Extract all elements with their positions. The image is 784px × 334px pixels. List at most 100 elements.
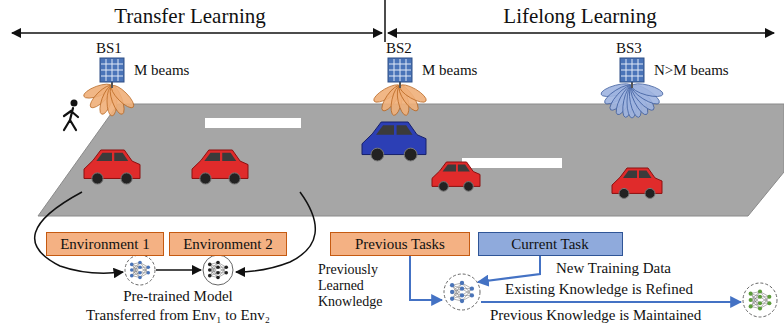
illustration-stroke: [138, 265, 142, 269]
illustration-stroke: [111, 82, 113, 88]
illustration-stroke: [389, 70, 411, 71]
illustration-stroke: [621, 76, 643, 77]
illustration-stroke: [118, 59, 119, 81]
illustration-stroke: [208, 268, 212, 272]
illustration-stroke: [71, 100, 78, 107]
illustration-stroke: [38, 104, 784, 216]
annotation-text: Pre-trained Model: [123, 288, 233, 305]
illustration-stroke: [12, 0, 784, 317]
illustration-stroke: [203, 255, 233, 285]
illustration-stroke: [460, 299, 464, 303]
illustration-stroke: [460, 286, 464, 290]
illustration-stroke: [146, 265, 150, 269]
illustration-stroke: [156, 269, 201, 271]
illustration-stroke: [767, 295, 771, 299]
illustration-stroke: [130, 274, 134, 278]
illustration-stroke: [767, 301, 771, 305]
illustration-stroke: [388, 58, 412, 82]
illustration-stroke: [12, 32, 382, 34]
illustration-stroke: [639, 170, 652, 177]
annotation-text: Existing Knowledge is Refined: [505, 281, 693, 298]
illustration-stroke: [443, 164, 456, 171]
illustration-stroke: [749, 298, 753, 302]
illustration-stroke: [138, 261, 142, 265]
illustration-stroke: [389, 76, 411, 77]
illustration-stroke: [444, 274, 480, 310]
illustration-stroke: [758, 289, 762, 293]
illustration-stroke: [64, 108, 78, 130]
illustration-stroke: [749, 292, 753, 296]
illustration-stroke: [224, 265, 228, 269]
illustration-stroke: [619, 188, 629, 198]
section-heading: Transfer Learning: [114, 4, 265, 28]
annotation-text: BS2: [386, 40, 412, 57]
illustration-stroke: [101, 70, 123, 71]
illustration-stroke: [205, 118, 301, 128]
illustration-stroke: [121, 173, 132, 184]
illustration-stroke: [481, 301, 741, 303]
illustration-stroke: [410, 255, 442, 300]
illustration-stroke: [470, 293, 474, 297]
box-text: Current Task: [511, 236, 588, 252]
illustration-stroke: [397, 125, 413, 135]
box-text: Environment 1: [60, 236, 150, 252]
illustration-stroke: [384, 0, 386, 42]
illustration-stroke: [138, 276, 142, 280]
annotation-text: Previous Knowledge is Maintained: [490, 307, 701, 324]
illustration-stroke: [758, 295, 762, 299]
illustration-stroke: [450, 297, 454, 301]
illustration-stroke: [376, 125, 394, 135]
illustration-stroke: [450, 290, 454, 294]
annotation-text: BS3: [616, 40, 642, 57]
illustration-stroke: [612, 168, 662, 193]
illustration-stroke: [216, 271, 220, 275]
illustration-stroke: [222, 153, 236, 161]
illustration-stroke: [462, 158, 562, 168]
illustration-stroke: [100, 58, 124, 82]
illustration-stroke: [125, 255, 155, 285]
illustration-stroke: [460, 281, 464, 285]
illustration-stroke: [224, 271, 228, 275]
box-text: Environment 2: [183, 236, 273, 252]
illustration-stroke: [130, 263, 134, 267]
illustration-stroke: [450, 283, 454, 287]
illustration-stroke: [439, 182, 449, 192]
annotation-text: New Training Data: [556, 260, 671, 277]
illustration-stroke: [749, 304, 753, 308]
annotation-text: BS1: [96, 40, 122, 57]
illustration-stroke: [460, 293, 464, 297]
illustration-stroke: [130, 268, 134, 272]
illustration-stroke: [623, 170, 637, 177]
illustration-stroke: [101, 76, 123, 77]
illustration-stroke: [404, 148, 417, 161]
illustration-stroke: [200, 173, 211, 184]
illustration-stroke: [208, 263, 212, 267]
annotation-text: N>M beams: [654, 62, 729, 79]
illustration-stroke: [108, 82, 136, 110]
illustration-stroke: [216, 261, 220, 265]
illustration-stroke: [470, 286, 474, 290]
annotation-text: M beams: [134, 62, 189, 79]
illustration-stroke: [458, 164, 470, 171]
illustration-stroke: [406, 59, 407, 81]
illustration-stroke: [621, 70, 643, 71]
illustration-stroke: [758, 301, 762, 305]
annotation-text: Previously Learned Knowledge: [318, 262, 394, 310]
illustration-stroke: [399, 82, 401, 88]
illustration-stroke: [146, 271, 150, 275]
box-text: Previous Tasks: [355, 236, 445, 252]
section-heading: Lifelong Learning: [503, 4, 656, 28]
illustration-stroke: [398, 82, 429, 106]
illustration-stroke: [743, 283, 777, 317]
illustration-stroke: [631, 81, 664, 99]
illustration-stroke: [362, 122, 426, 155]
task-box: Environment 2: [169, 232, 287, 256]
task-box: Environment 1: [46, 232, 164, 256]
annotation-text: M beams: [422, 62, 477, 79]
task-box: Previous Tasks: [330, 232, 470, 256]
illustration-stroke: [204, 153, 220, 161]
illustration-stroke: [631, 82, 633, 88]
illustration-stroke: [464, 182, 474, 192]
illustration-stroke: [216, 265, 220, 269]
illustration-stroke: [64, 108, 78, 130]
